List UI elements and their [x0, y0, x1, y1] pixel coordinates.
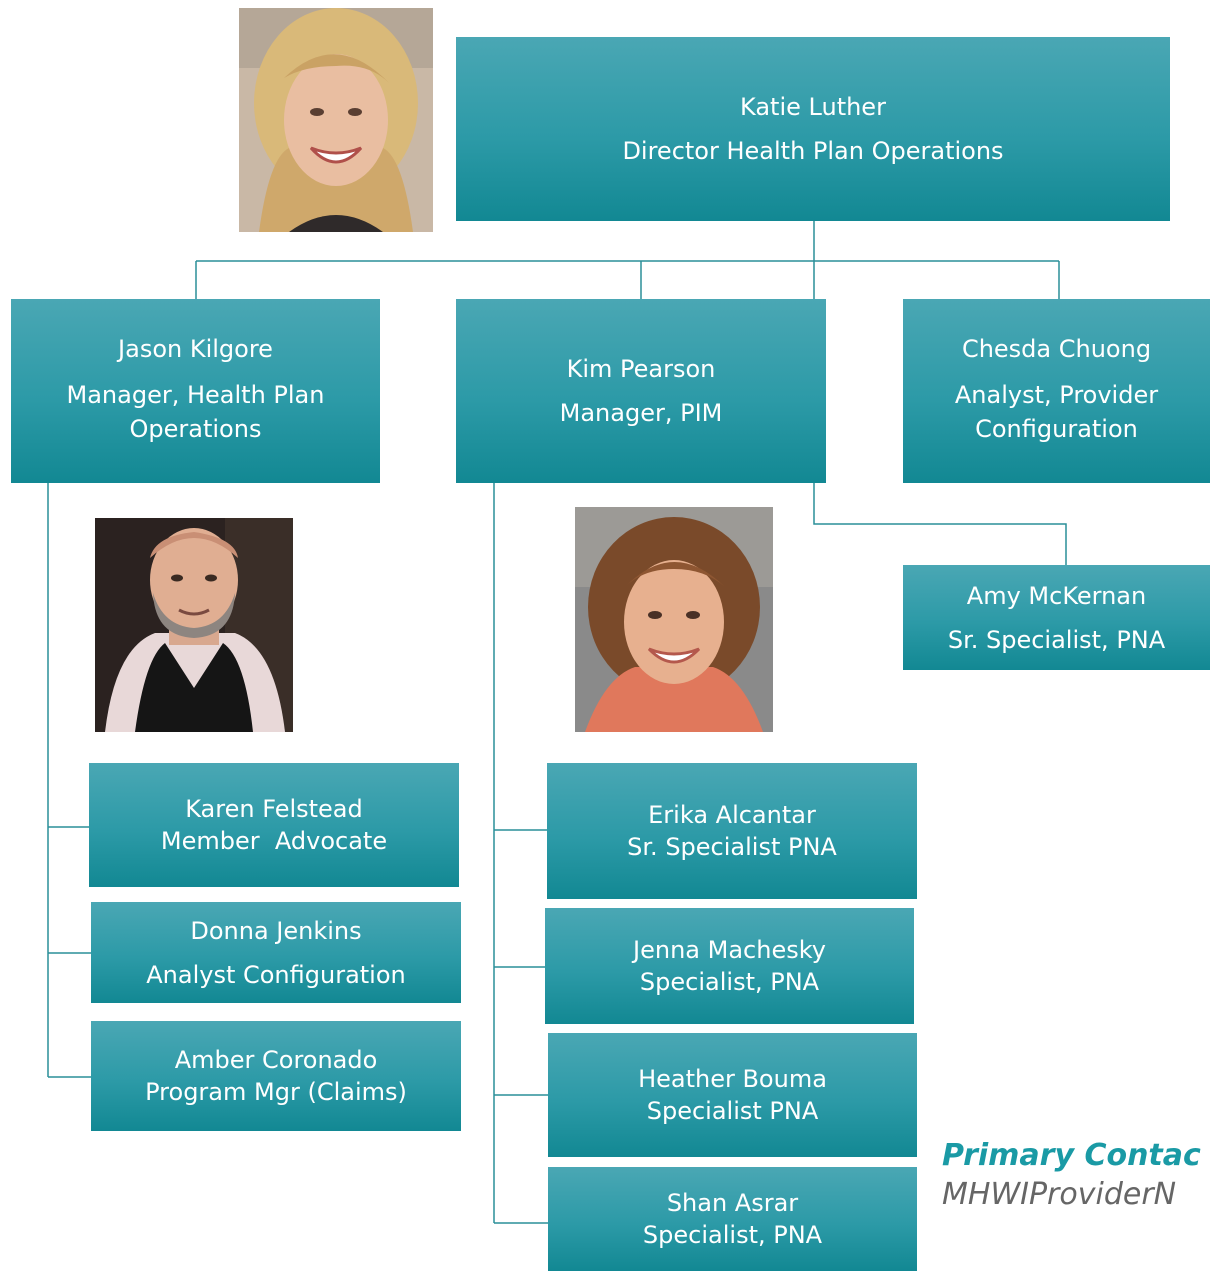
node-name: Katie Luther — [740, 93, 886, 121]
node-role: Analyst, Provider Configuration — [954, 381, 1159, 443]
node-name: Amber Coronado — [174, 1046, 378, 1074]
node-role: Specialist PNA — [646, 1097, 819, 1125]
node-role: Member Advocate — [160, 827, 388, 855]
primary-contact-label: Primary Contac — [942, 1138, 1201, 1173]
node-name: Shan Asrar — [666, 1189, 799, 1217]
node-role: Specialist, PNA — [642, 1221, 823, 1249]
node-name: Amy McKernan — [966, 581, 1147, 610]
node-name: Heather Bouma — [638, 1065, 827, 1093]
node-amber-coronado: Amber Coronado Program Mgr (Claims) — [91, 1021, 461, 1131]
node-donna-jenkins: Donna Jenkins Analyst Configuration — [91, 902, 461, 1003]
node-role: Manager, Health Plan Operations — [66, 381, 325, 443]
node-role: Sr. Specialist PNA — [627, 833, 837, 861]
node-role: Specialist, PNA — [639, 968, 820, 996]
node-role: Analyst Configuration — [146, 960, 406, 989]
photo-jason-kilgore — [95, 518, 293, 732]
node-erika-alcantar: Erika Alcantar Sr. Specialist PNA — [547, 763, 917, 899]
photo-kim-pearson — [575, 507, 773, 732]
node-jenna-machesky: Jenna Machesky Specialist, PNA — [545, 908, 914, 1024]
node-name: Chesda Chuong — [961, 335, 1152, 364]
node-role: Program Mgr (Claims) — [145, 1078, 407, 1106]
node-role: Manager, PIM — [559, 399, 723, 427]
node-name: Jenna Machesky — [633, 936, 826, 964]
node-katie-luther: Katie Luther Director Health Plan Operat… — [456, 37, 1170, 221]
node-name: Erika Alcantar — [648, 801, 816, 829]
node-name: Kim Pearson — [566, 355, 716, 383]
node-name: Donna Jenkins — [190, 916, 362, 945]
node-amy-mckernan: Amy McKernan Sr. Specialist, PNA — [903, 565, 1210, 670]
node-role: Sr. Specialist, PNA — [947, 625, 1166, 654]
node-heather-bouma: Heather Bouma Specialist PNA — [548, 1033, 917, 1157]
node-kim-pearson: Kim Pearson Manager, PIM — [456, 299, 826, 483]
node-role: Director Health Plan Operations — [622, 137, 1004, 165]
node-shan-asrar: Shan Asrar Specialist, PNA — [548, 1167, 917, 1271]
primary-contact-email: MHWIProviderN — [942, 1177, 1177, 1212]
node-name: Karen Felstead — [185, 795, 363, 823]
node-name: Jason Kilgore — [118, 335, 273, 364]
node-chesda-chuong: Chesda Chuong Analyst, Provider Configur… — [903, 299, 1210, 483]
primary-contact: Primary Contac MHWIProviderN — [942, 1138, 1201, 1212]
node-jason-kilgore: Jason Kilgore Manager, Health Plan Opera… — [11, 299, 380, 483]
photo-katie-luther — [239, 8, 433, 232]
node-karen-felstead: Karen Felstead Member Advocate — [89, 763, 459, 887]
